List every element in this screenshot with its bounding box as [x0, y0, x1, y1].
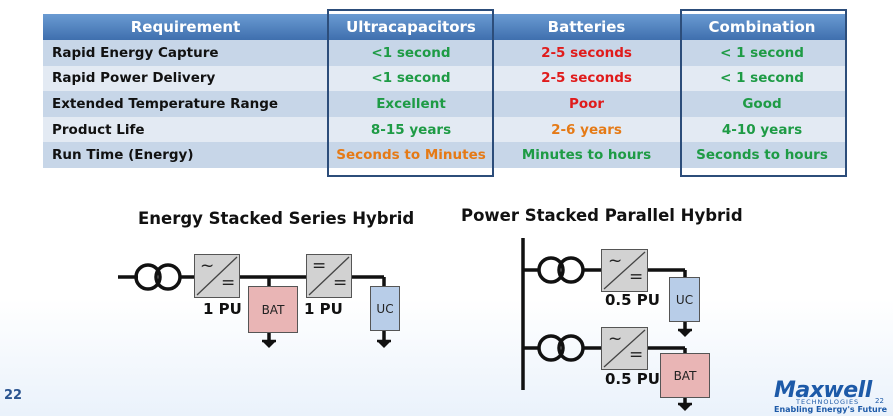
ac-symbol: ~	[608, 251, 623, 271]
logo-subtitle: TECHNOLOGIES	[796, 398, 860, 406]
row-label: Product Life	[43, 116, 328, 143]
cell-batt: Poor	[494, 91, 679, 117]
converter2-rating: 1 PU	[304, 300, 343, 318]
dc-symbol: =	[629, 345, 644, 365]
dc-symbol: =	[312, 256, 327, 276]
battery-box: BAT	[660, 353, 710, 398]
dc-dc-converter: = =	[306, 254, 352, 298]
ac-dc-converter: ~ =	[194, 254, 240, 298]
cell-ultra: Seconds to Minutes	[328, 142, 494, 168]
cell-combo: < 1 second	[679, 40, 845, 66]
table-row: Run Time (Energy) Seconds to Minutes Min…	[43, 142, 845, 168]
dc-symbol: =	[629, 267, 644, 287]
dc-symbol: =	[221, 273, 236, 293]
ground-icon	[678, 404, 692, 411]
ac-symbol: ~	[608, 329, 623, 349]
cell-batt: Minutes to hours	[494, 142, 679, 168]
row-label: Run Time (Energy)	[43, 142, 328, 168]
header-batteries: Batteries	[494, 14, 679, 40]
page-number: 22	[4, 388, 23, 403]
ac-symbol: ~	[200, 256, 215, 276]
table-row: Rapid Power Delivery <1 second 2-5 secon…	[43, 65, 845, 92]
converter-icon	[196, 256, 238, 296]
cell-ultra: <1 second	[328, 40, 494, 66]
ultracap-box: UC	[370, 286, 400, 331]
header-ultracapacitors: Ultracapacitors	[328, 14, 494, 40]
cell-batt: 2-5 seconds	[494, 40, 679, 66]
ground-icon	[678, 330, 692, 337]
cell-batt: 2-6 years	[494, 116, 679, 143]
table-row: Rapid Energy Capture <1 second 2-5 secon…	[43, 40, 845, 66]
dc-symbol: =	[333, 273, 348, 293]
logo-wordmark: Maxwell	[774, 378, 872, 403]
ac-dc-converter: ~ =	[601, 327, 648, 370]
cell-combo: < 1 second	[679, 65, 845, 92]
cell-ultra: Excellent	[328, 91, 494, 117]
cell-combo: Seconds to hours	[679, 142, 845, 168]
converter-icon	[603, 251, 646, 290]
table-header-row: Requirement Ultracapacitors Batteries Co…	[43, 14, 845, 40]
table-row: Extended Temperature Range Excellent Poo…	[43, 91, 845, 117]
cell-ultra: 8-15 years	[328, 116, 494, 143]
table-row: Product Life 8-15 years 2-6 years 4-10 y…	[43, 116, 845, 143]
maxwell-logo: Maxwell TECHNOLOGIES 22 Enabling Energy'…	[774, 378, 889, 414]
converter1-rating: 1 PU	[203, 300, 242, 318]
parallel-hybrid-title: Power Stacked Parallel Hybrid	[461, 206, 743, 225]
converter-icon	[603, 329, 646, 368]
converter1-rating: 0.5 PU	[605, 291, 660, 309]
cell-combo: Good	[679, 91, 845, 117]
header-requirement: Requirement	[43, 14, 328, 40]
comparison-table: Requirement Ultracapacitors Batteries Co…	[43, 14, 845, 168]
cell-combo: 4-10 years	[679, 116, 845, 143]
ground-icon	[262, 341, 276, 348]
header-combination: Combination	[679, 14, 845, 40]
converter-icon	[308, 256, 350, 296]
ac-dc-converter: ~ =	[601, 249, 648, 292]
row-label: Extended Temperature Range	[43, 91, 328, 117]
row-label: Rapid Power Delivery	[43, 65, 328, 92]
battery-box: BAT	[248, 286, 298, 333]
transformer-coil	[537, 256, 565, 284]
converter2-rating: 0.5 PU	[605, 370, 660, 388]
logo-tagline: Enabling Energy's Future	[774, 405, 888, 414]
logo-page-number: 22	[875, 397, 884, 405]
transformer-coil	[537, 334, 565, 362]
cell-ultra: <1 second	[328, 65, 494, 92]
row-label: Rapid Energy Capture	[43, 40, 328, 66]
series-hybrid-title: Energy Stacked Series Hybrid	[138, 209, 415, 228]
ultracap-box: UC	[669, 277, 700, 322]
ground-icon	[377, 341, 391, 348]
transformer-coil	[134, 263, 162, 291]
cell-batt: 2-5 seconds	[494, 65, 679, 92]
